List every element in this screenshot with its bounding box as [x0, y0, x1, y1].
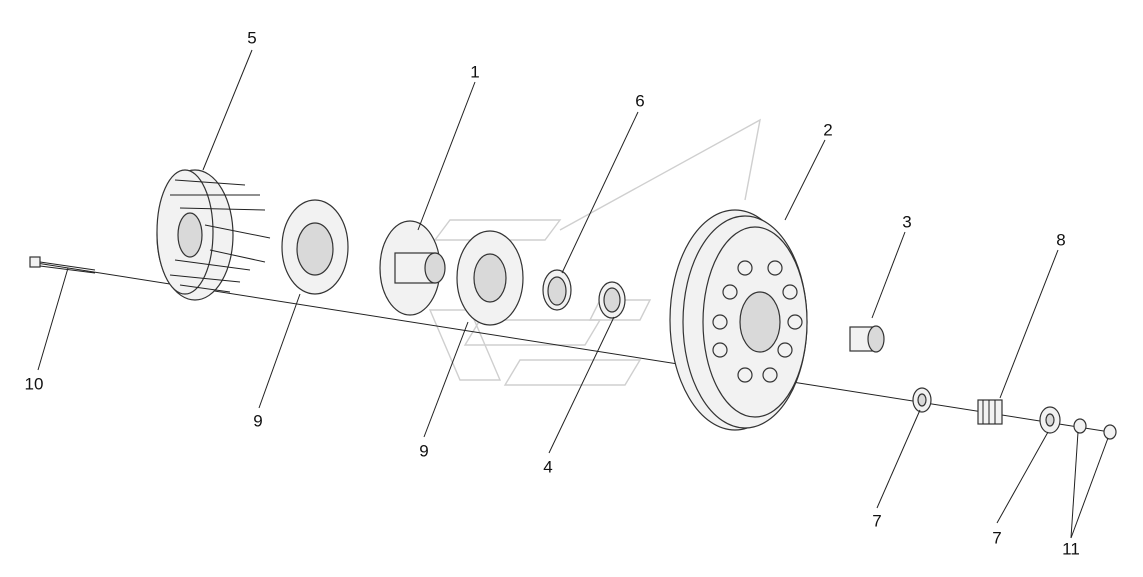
callout-7-right: 7: [992, 528, 1002, 548]
part-7-washer-small-right: [1039, 406, 1061, 434]
part-9-washer-left: [281, 199, 349, 295]
callout-6: 6: [635, 91, 645, 111]
part-6-ring: [542, 269, 572, 311]
callout-5: 5: [247, 28, 257, 48]
part-11-nuts: [1073, 418, 1117, 440]
watermark-logo: [428, 118, 761, 386]
part-9-washer-right: [456, 230, 524, 326]
callout-1: 1: [470, 62, 480, 82]
part-8-spring: [977, 399, 1003, 425]
callout-2: 2: [823, 120, 833, 140]
callout-3: 3: [902, 212, 912, 232]
part-3-bushing: [849, 325, 885, 353]
part-1-flanged-bushing: [379, 220, 446, 316]
callout-4: 4: [543, 457, 553, 477]
callout-9-left: 9: [253, 411, 263, 431]
callout-9-right: 9: [419, 441, 429, 461]
part-5-stud-flange: [156, 169, 271, 301]
leader-lines: [37, 49, 1109, 539]
callout-11: 11: [1062, 539, 1080, 559]
part-7-washer-small-left: [912, 387, 932, 413]
callout-10: 10: [24, 374, 44, 394]
callout-7-left: 7: [872, 511, 882, 531]
part-2-pulley-hub: [669, 209, 808, 431]
part-4-ring: [598, 281, 626, 319]
callout-8: 8: [1056, 230, 1066, 250]
